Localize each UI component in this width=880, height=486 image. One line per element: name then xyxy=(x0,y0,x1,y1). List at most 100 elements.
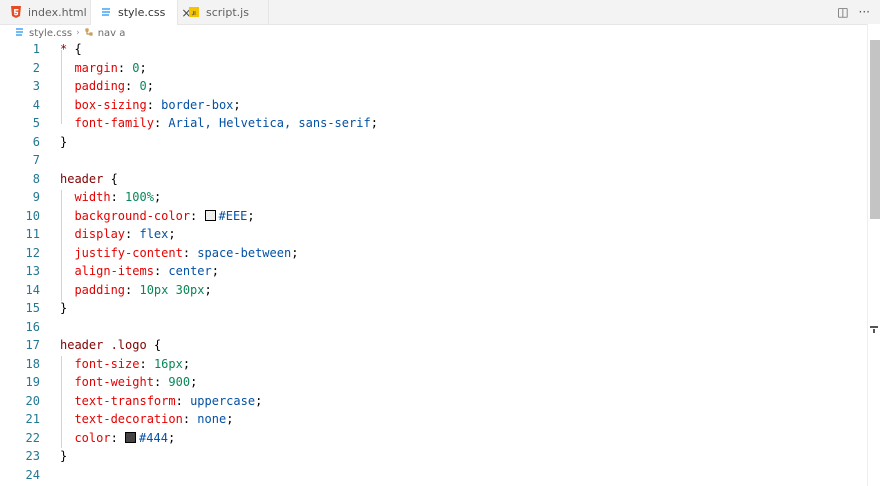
value: space-between xyxy=(197,245,292,260)
value: Arial, Helvetica, sans-serif xyxy=(168,116,371,131)
scrollbar-marker xyxy=(873,329,875,333)
selector: header .logo xyxy=(60,338,147,353)
chevron-right-icon: › xyxy=(76,28,80,38)
code-line: 9 width: 100%; xyxy=(0,188,868,207)
code-line: 10 background-color: #EEE; xyxy=(0,207,868,226)
value: uppercase xyxy=(190,393,256,408)
code-line: 22 color: #444; xyxy=(0,429,868,448)
breadcrumb-symbol[interactable]: nav a xyxy=(97,27,126,39)
line-number: 13 xyxy=(25,264,40,279)
split-editor-icon[interactable]: ◫ xyxy=(837,5,849,19)
symbol-icon xyxy=(84,27,94,40)
scrollbar-thumb[interactable] xyxy=(870,40,880,219)
brace: } xyxy=(60,449,68,464)
indent-guide xyxy=(61,356,62,448)
scrollbar-marker xyxy=(870,326,878,328)
line-number: 12 xyxy=(25,245,40,260)
editor-tab-bar: index.html style.css × script.js ◫ ··· xyxy=(0,0,880,25)
line-number: 16 xyxy=(25,319,40,334)
color-swatch[interactable] xyxy=(204,209,216,221)
brace: { xyxy=(67,42,82,57)
line-number: 7 xyxy=(32,153,40,168)
property: width xyxy=(74,190,111,205)
tab-label: script.js xyxy=(206,5,249,19)
property: display xyxy=(74,227,126,242)
property: align-items xyxy=(74,264,154,279)
code-line: 23 } xyxy=(0,447,868,466)
line-number: 10 xyxy=(25,208,40,223)
line-number: 17 xyxy=(25,338,40,353)
code-line: 19 font-weight: 900; xyxy=(0,373,868,392)
brace: { xyxy=(103,171,118,186)
property: font-weight xyxy=(74,375,154,390)
property: text-transform xyxy=(74,393,176,408)
property: justify-content xyxy=(74,245,183,260)
value: 16px xyxy=(153,356,183,371)
value: flex xyxy=(139,227,169,242)
code-line: 15 } xyxy=(0,299,868,318)
code-line: 12 justify-content: space-between; xyxy=(0,244,868,263)
code-line: 2 margin: 0; xyxy=(0,59,868,78)
value: center xyxy=(168,264,212,279)
close-icon[interactable]: × xyxy=(181,5,192,20)
code-line: 4 box-sizing: border-box; xyxy=(0,96,868,115)
value: #EEE xyxy=(218,208,248,223)
value: 0 xyxy=(139,79,147,94)
html5-icon xyxy=(10,6,22,18)
property: font-family xyxy=(74,116,154,131)
line-number: 4 xyxy=(32,97,40,112)
line-number: 9 xyxy=(32,190,40,205)
code-line: 8 header { xyxy=(0,170,868,189)
code-line: 3 padding: 0; xyxy=(0,77,868,96)
code-line: 14 padding: 10px 30px; xyxy=(0,281,868,300)
code-line: 16 xyxy=(0,318,868,337)
code-line: 11 display: flex; xyxy=(0,225,868,244)
property: font-size xyxy=(74,356,140,371)
property: color xyxy=(74,430,111,445)
property: padding xyxy=(74,79,126,94)
line-number: 3 xyxy=(32,79,40,94)
tab-divider xyxy=(90,0,91,24)
js-file-icon xyxy=(188,6,200,18)
line-number: 20 xyxy=(25,393,40,408)
code-line: 5 font-family: Arial, Helvetica, sans-se… xyxy=(0,114,868,133)
property: padding xyxy=(74,282,126,297)
line-number: 1 xyxy=(32,42,40,57)
code-line: 13 align-items: center; xyxy=(0,262,868,281)
value: 10px 30px xyxy=(139,282,205,297)
value: border-box xyxy=(161,97,234,112)
code-line: 18 font-size: 16px; xyxy=(0,355,868,374)
line-number: 15 xyxy=(25,301,40,316)
line-number: 18 xyxy=(25,356,40,371)
property: box-sizing xyxy=(74,97,147,112)
code-line: 17 header .logo { xyxy=(0,336,868,355)
tab-index-html[interactable]: index.html xyxy=(0,0,90,24)
line-number: 19 xyxy=(25,375,40,390)
code-line: 1 * { xyxy=(0,40,868,59)
selector: header xyxy=(60,171,104,186)
property: margin xyxy=(74,60,118,75)
line-number: 11 xyxy=(25,227,40,242)
line-number: 22 xyxy=(25,430,40,445)
editor-actions: ◫ ··· xyxy=(837,0,870,24)
tab-style-css[interactable]: style.css × xyxy=(91,0,191,25)
line-number: 21 xyxy=(25,412,40,427)
breadcrumb-file[interactable]: style.css xyxy=(29,27,73,39)
code-line: 24 xyxy=(0,466,868,485)
tab-divider xyxy=(268,0,269,24)
value: 100% xyxy=(125,190,154,205)
color-swatch[interactable] xyxy=(125,431,137,443)
css-file-icon xyxy=(101,7,112,19)
line-number: 24 xyxy=(25,467,40,482)
selector: * xyxy=(60,42,68,57)
line-number: 6 xyxy=(32,134,40,149)
property: background-color xyxy=(74,208,191,223)
value: none xyxy=(197,412,227,427)
brace: } xyxy=(60,134,68,149)
more-actions-icon[interactable]: ··· xyxy=(858,5,870,19)
indent-guide xyxy=(61,50,62,124)
tab-divider xyxy=(177,0,178,24)
line-number: 2 xyxy=(32,60,40,75)
tab-script-js[interactable]: script.js xyxy=(178,0,268,24)
tab-label: index.html xyxy=(28,5,87,19)
